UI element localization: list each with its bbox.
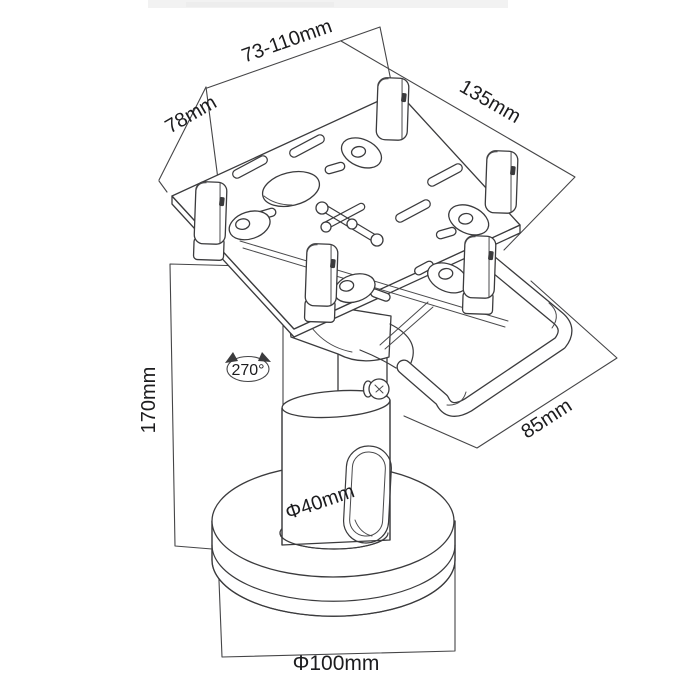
bracket-post bbox=[375, 77, 410, 141]
cross-hole-3 bbox=[346, 218, 358, 230]
handle-tube-fill bbox=[397, 239, 572, 416]
plate-slot-1 bbox=[232, 155, 268, 179]
bracket-post-edge-line bbox=[401, 78, 403, 140]
right-dimension-lines bbox=[403, 280, 618, 449]
bracket-post bbox=[193, 181, 228, 245]
handle-bend-seam-bottom bbox=[446, 391, 467, 406]
extension-line-78-bottom bbox=[158, 180, 168, 193]
label-swivel-angle: 270° bbox=[231, 362, 264, 379]
bracket-post-edge-line bbox=[488, 236, 490, 298]
dimension-line-78 bbox=[158, 86, 207, 181]
bracket-post bbox=[304, 243, 339, 307]
bracket-post-cap-line bbox=[195, 182, 207, 194]
corner-bracket-bottom-center bbox=[303, 243, 391, 323]
extension-line-73-110-left bbox=[205, 86, 220, 188]
watermark-strip-dark bbox=[186, 2, 334, 7]
plate-cross-slots bbox=[315, 201, 384, 247]
cross-hole-1 bbox=[315, 201, 329, 215]
handle bbox=[396, 238, 573, 417]
bracket-foot-hole bbox=[339, 279, 355, 292]
bracket-slot bbox=[510, 165, 516, 176]
column-cutout-inner bbox=[349, 451, 386, 537]
base-bottom-arc bbox=[211, 559, 456, 617]
handle-bend-seam-right bbox=[548, 302, 557, 329]
corner-bracket-right bbox=[435, 150, 519, 240]
plate-slot-3 bbox=[427, 163, 463, 187]
outer-column bbox=[279, 389, 392, 550]
bracket-tab bbox=[414, 260, 434, 276]
column-cutout-shade bbox=[354, 519, 373, 537]
knob-cross-slot bbox=[374, 384, 384, 394]
bracket-post-edge-line bbox=[219, 182, 221, 244]
dimension-box-170 bbox=[169, 263, 284, 550]
cross-hole-4 bbox=[320, 221, 332, 233]
plate-slot-4 bbox=[395, 199, 431, 223]
rail-short-top bbox=[379, 301, 429, 346]
outer-column-top-rim bbox=[281, 389, 391, 419]
rotation-arrow-right-icon bbox=[258, 352, 271, 362]
plate-center-hole-depth bbox=[263, 195, 293, 206]
corner-bracket-top bbox=[324, 77, 410, 175]
dimension-box-100 bbox=[217, 526, 456, 658]
bracket-foot-hole bbox=[458, 212, 474, 225]
bracket-post-edge-line bbox=[510, 151, 512, 213]
label-plate-front: 135mm bbox=[456, 76, 525, 128]
bracket-post-cap-line bbox=[306, 244, 318, 256]
bracket-post-edge-line bbox=[330, 244, 332, 306]
top-dimension-lines bbox=[158, 26, 576, 251]
bracket-slot bbox=[219, 196, 225, 207]
dimension-line-73-110 bbox=[206, 26, 392, 89]
bracket-slot bbox=[330, 258, 336, 269]
rotation-arrow-left-icon bbox=[225, 352, 238, 363]
handle-mount-arc-inner bbox=[359, 349, 397, 369]
bracket-post-cap-line bbox=[377, 78, 389, 90]
locking-knob bbox=[362, 378, 390, 400]
label-handle-depth: 85mm bbox=[517, 395, 576, 444]
bracket-post bbox=[484, 150, 519, 214]
bracket-slot bbox=[401, 92, 407, 103]
corner-bracket-left bbox=[192, 181, 277, 261]
rail-short-bottom bbox=[384, 306, 434, 350]
dimension-line-135 bbox=[340, 40, 576, 251]
bracket-foot-hole bbox=[350, 145, 367, 158]
handle-mount-arc-outer bbox=[389, 323, 414, 366]
mounting-plate bbox=[171, 91, 521, 338]
dimension-line-85 bbox=[403, 280, 618, 449]
outer-column-fill bbox=[281, 399, 391, 546]
left-dimension-lines bbox=[169, 263, 284, 550]
bracket-post-cap-line bbox=[486, 151, 498, 163]
corner-bracket-bottom-right bbox=[414, 235, 497, 315]
label-base-diameter: Φ100mm bbox=[293, 652, 380, 675]
watermark-remnant bbox=[148, 0, 508, 8]
plate-slot-2 bbox=[289, 134, 325, 158]
bracket-foot-hole bbox=[235, 218, 251, 231]
base-seam-arc bbox=[211, 544, 456, 602]
cross-hole-2 bbox=[370, 233, 384, 247]
bracket-tab bbox=[435, 226, 457, 240]
bottom-dimension-lines bbox=[217, 526, 456, 658]
label-column-height: 170mm bbox=[138, 367, 160, 434]
base-boss-front-arc bbox=[279, 532, 389, 550]
column-cutout-outer bbox=[342, 445, 392, 544]
plate-center-hole bbox=[261, 170, 321, 208]
bracket-tab bbox=[324, 161, 346, 175]
bracket-slot bbox=[488, 250, 494, 261]
bracket-post-cap-line bbox=[464, 236, 476, 248]
rotation-ellipse bbox=[226, 355, 270, 383]
bracket-foot-hole bbox=[438, 267, 454, 280]
bracket-post bbox=[462, 235, 497, 299]
